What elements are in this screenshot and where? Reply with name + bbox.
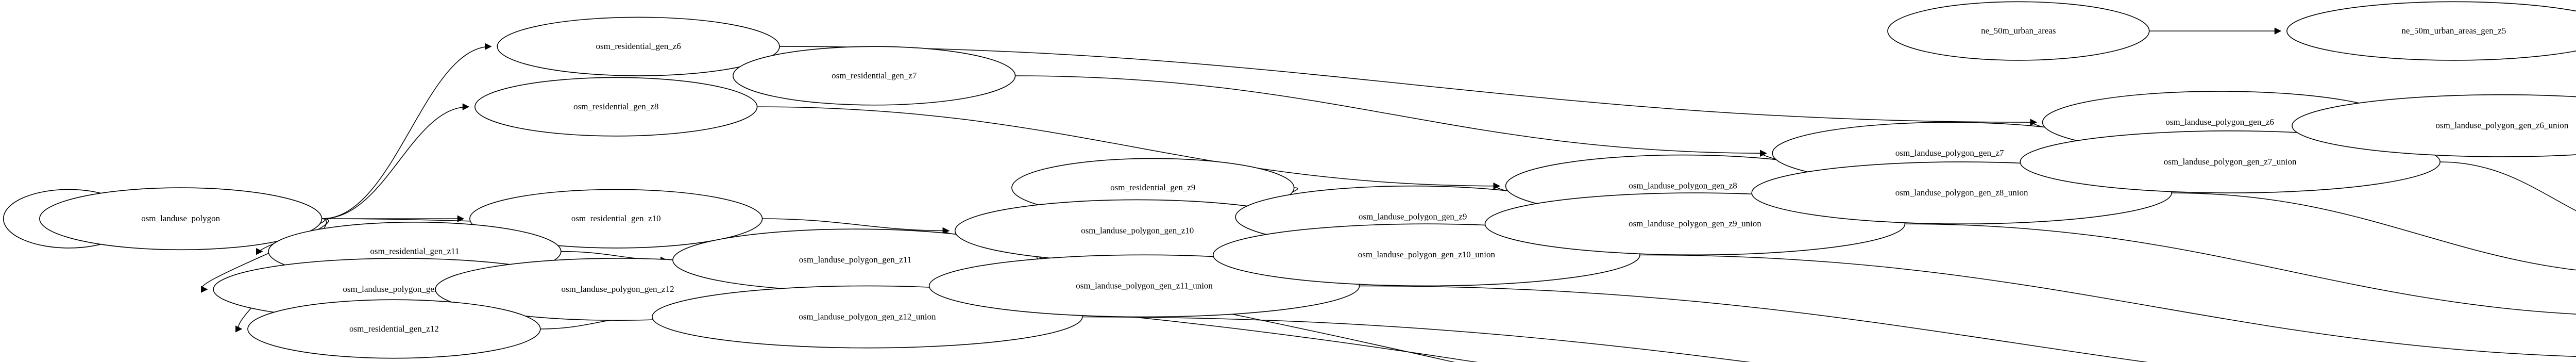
node-label: osm_landuse_polygon_gen_z8_union: [1895, 188, 2028, 198]
graph-node-osm_residential_gen_z10[interactable]: osm_residential_gen_z10: [469, 189, 763, 249]
node-ellipse: [474, 77, 758, 137]
graph-edge: [757, 106, 1500, 190]
graph-node-osm_landuse_polygon_gen_z7_union[interactable]: osm_landuse_polygon_gen_z7_union: [2020, 130, 2441, 193]
node-label: osm_residential_gen_z7: [832, 71, 917, 80]
graph-node-osm_landuse_polygon_gen_z6_union[interactable]: osm_landuse_polygon_gen_z6_union: [2292, 94, 2576, 157]
node-ellipse: [2286, 1, 2576, 61]
graph-node-osm_residential_gen_z12[interactable]: osm_residential_gen_z12: [247, 299, 541, 359]
node-label: osm_residential_gen_z6: [596, 41, 681, 51]
graph-edge: [321, 43, 492, 219]
node-ellipse: [247, 299, 541, 359]
graph-edge: [2440, 161, 2576, 211]
node-layer: imposm3osm_landuse_polygonosm_residentia…: [3, 1, 2576, 359]
node-ellipse: [497, 17, 780, 76]
node-ellipse: [733, 46, 1016, 106]
node-label: osm_landuse_polygon_gen_z6: [2165, 117, 2274, 127]
node-ellipse: [2020, 130, 2441, 193]
node-label: osm_residential_gen_z9: [1110, 183, 1195, 192]
node-label: osm_residential_gen_z8: [573, 102, 658, 111]
node-label: osm_landuse_polygon: [141, 213, 220, 223]
graph-edge: [1359, 285, 2148, 362]
node-label: osm_landuse_polygon_gen_z9: [1359, 212, 1467, 222]
graph-edge: [2172, 192, 2576, 271]
graph-node-ne_50m_urban_areas[interactable]: ne_50m_urban_areas: [1887, 1, 2150, 61]
graph-edge: [1082, 316, 1751, 362]
graph-edge: [1015, 75, 1767, 157]
graph-edge: [200, 218, 329, 293]
graph-node-ne_50m_urban_areas_gen_z5[interactable]: ne_50m_urban_areas_gen_z5: [2286, 1, 2576, 61]
graph-node-osm_residential_gen_z6[interactable]: osm_residential_gen_z6: [497, 17, 780, 76]
node-label: osm_landuse_polygon_gen_z7: [1895, 148, 2004, 158]
node-label: osm_landuse_polygon_gen_z9_union: [1629, 219, 1761, 228]
node-label: ne_50m_urban_areas: [1981, 26, 2056, 36]
graph-edge: [762, 218, 950, 235]
node-label: osm_residential_gen_z12: [349, 324, 439, 334]
node-label: osm_residential_gen_z10: [571, 213, 661, 223]
node-label: osm_landuse_polygon_gen_z12_union: [799, 311, 936, 321]
node-ellipse: [2292, 94, 2576, 157]
node-label: osm_landuse_polygon_gen_z11_union: [1076, 281, 1213, 290]
node-label: osm_landuse_polygon_gen_z10: [1081, 225, 1194, 235]
node-label: ne_50m_urban_areas_gen_z5: [2401, 26, 2506, 36]
node-label: osm_landuse_polygon_gen_z7_union: [2164, 157, 2297, 167]
graph-edge: [1640, 254, 2576, 357]
graph-node-osm_landuse_polygon[interactable]: osm_landuse_polygon: [39, 187, 323, 251]
node-label: osm_landuse_polygon_gen_z10_union: [1358, 250, 1496, 259]
node-label: osm_landuse_polygon_gen_z8: [1629, 181, 1737, 191]
node-ellipse: [469, 189, 763, 249]
node-label: osm_landuse_polygon_gen_z12: [562, 284, 674, 294]
node-label: osm_landuse_polygon_gen_z13: [343, 284, 455, 294]
node-label: osm_residential_gen_z11: [370, 246, 459, 256]
graph-edge: [779, 46, 2037, 126]
graph-node-osm_residential_gen_z8[interactable]: osm_residential_gen_z8: [474, 77, 758, 137]
graph-edge: [1905, 223, 2576, 315]
node-ellipse: [1887, 1, 2150, 61]
node-ellipse: [39, 187, 323, 251]
node-label: osm_landuse_polygon_gen_z6_union: [2435, 121, 2568, 130]
graph-edge: [321, 103, 470, 219]
graph-node-osm_residential_gen_z7[interactable]: osm_residential_gen_z7: [733, 46, 1016, 106]
node-label: osm_landuse_polygon_gen_z11: [799, 255, 911, 265]
